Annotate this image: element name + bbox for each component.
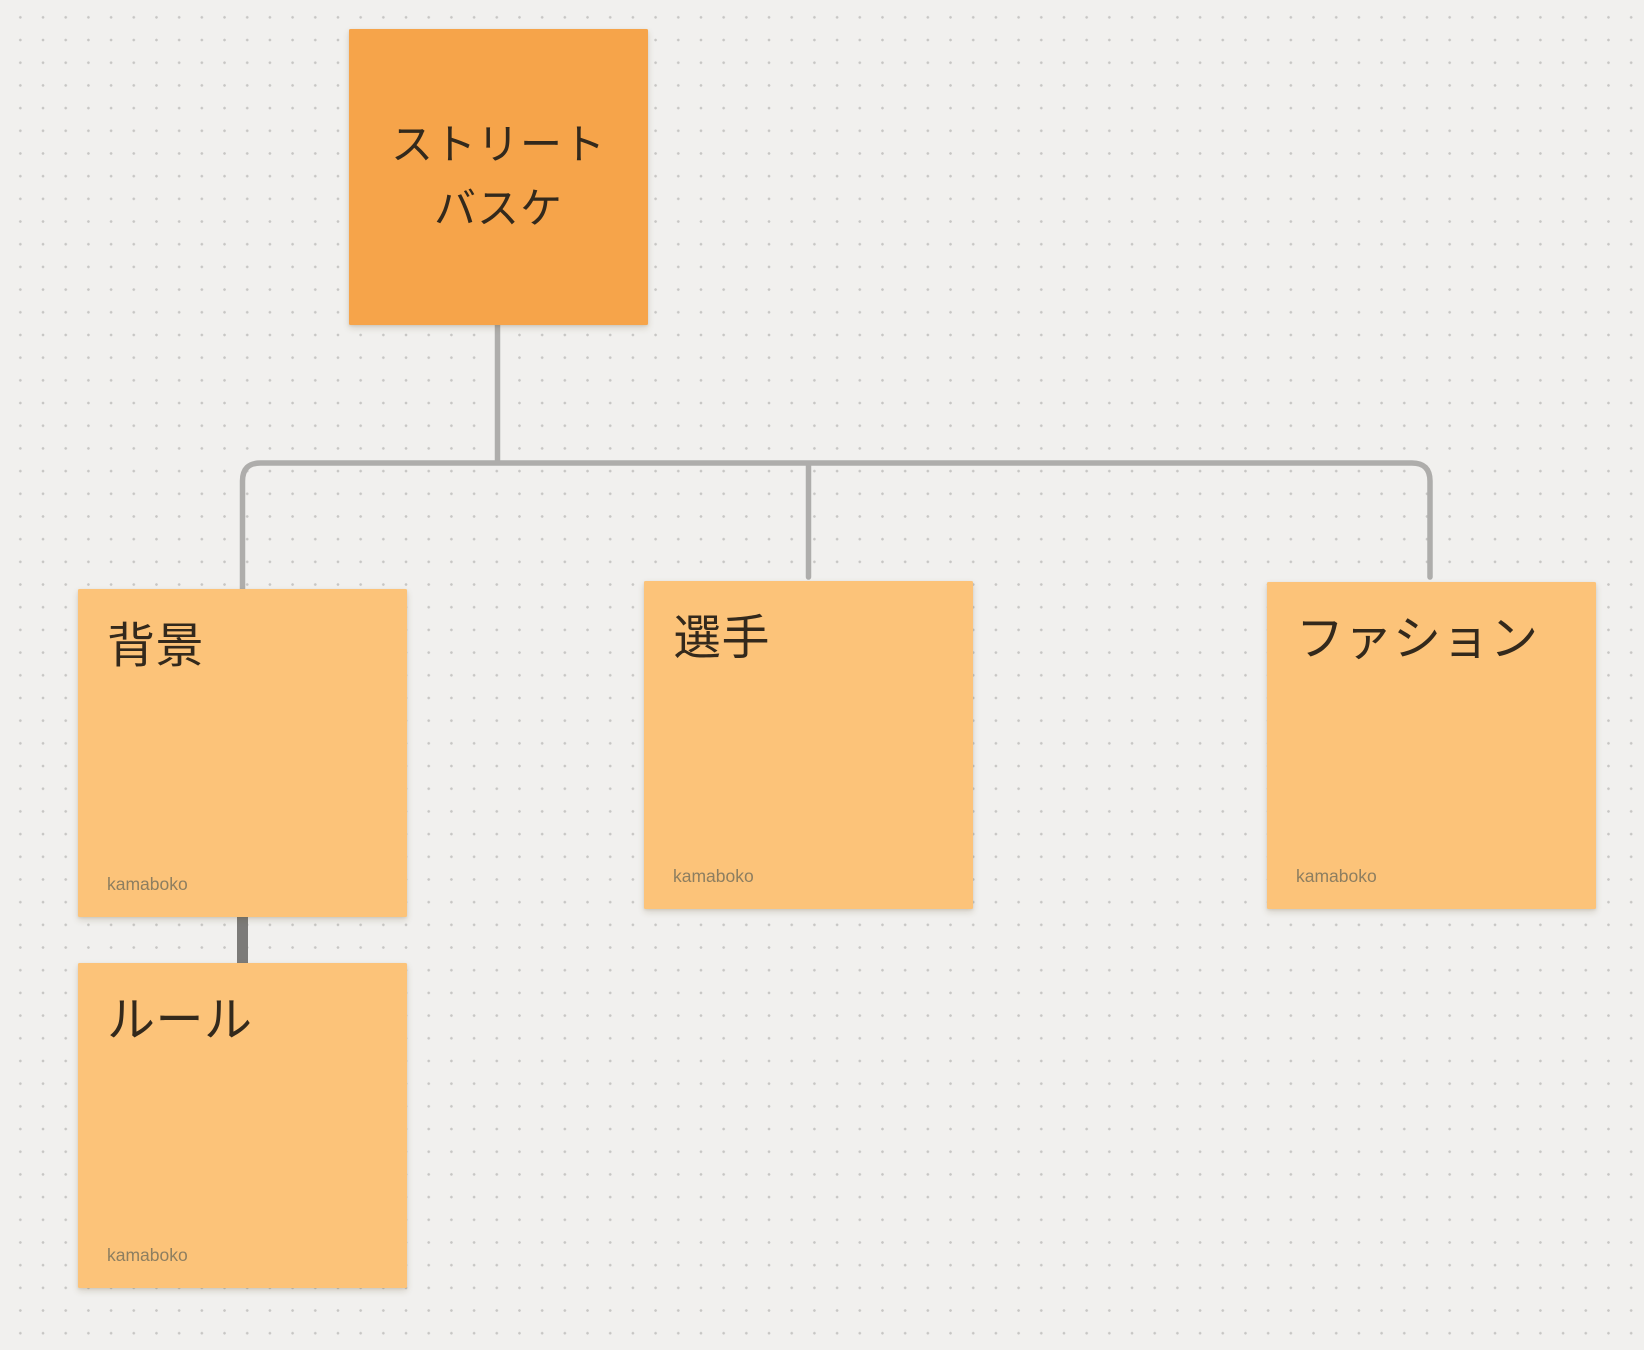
- sticky-note-background[interactable]: 背景 kamaboko: [78, 589, 407, 917]
- sticky-note-street-basketball[interactable]: ストリート バスケ: [349, 29, 648, 325]
- note-author-label: kamaboko: [673, 866, 754, 886]
- tree-connector-line[interactable]: [239, 322, 1433, 592]
- note-title: ルール: [107, 994, 253, 1047]
- note-author-label: kamaboko: [107, 1245, 188, 1265]
- note-author-label: kamaboko: [107, 874, 188, 894]
- note-title: 背景: [107, 620, 205, 673]
- sticky-note-fashion[interactable]: ファション kamaboko: [1267, 582, 1596, 909]
- sticky-note-rules[interactable]: ルール kamaboko: [78, 963, 407, 1288]
- note-title: ファション: [1296, 613, 1539, 666]
- note-title: 選手: [673, 612, 771, 665]
- note-title: ストリート バスケ: [390, 121, 606, 232]
- sticky-note-players[interactable]: 選手 kamaboko: [644, 581, 973, 909]
- note-author-label: kamaboko: [1296, 866, 1377, 886]
